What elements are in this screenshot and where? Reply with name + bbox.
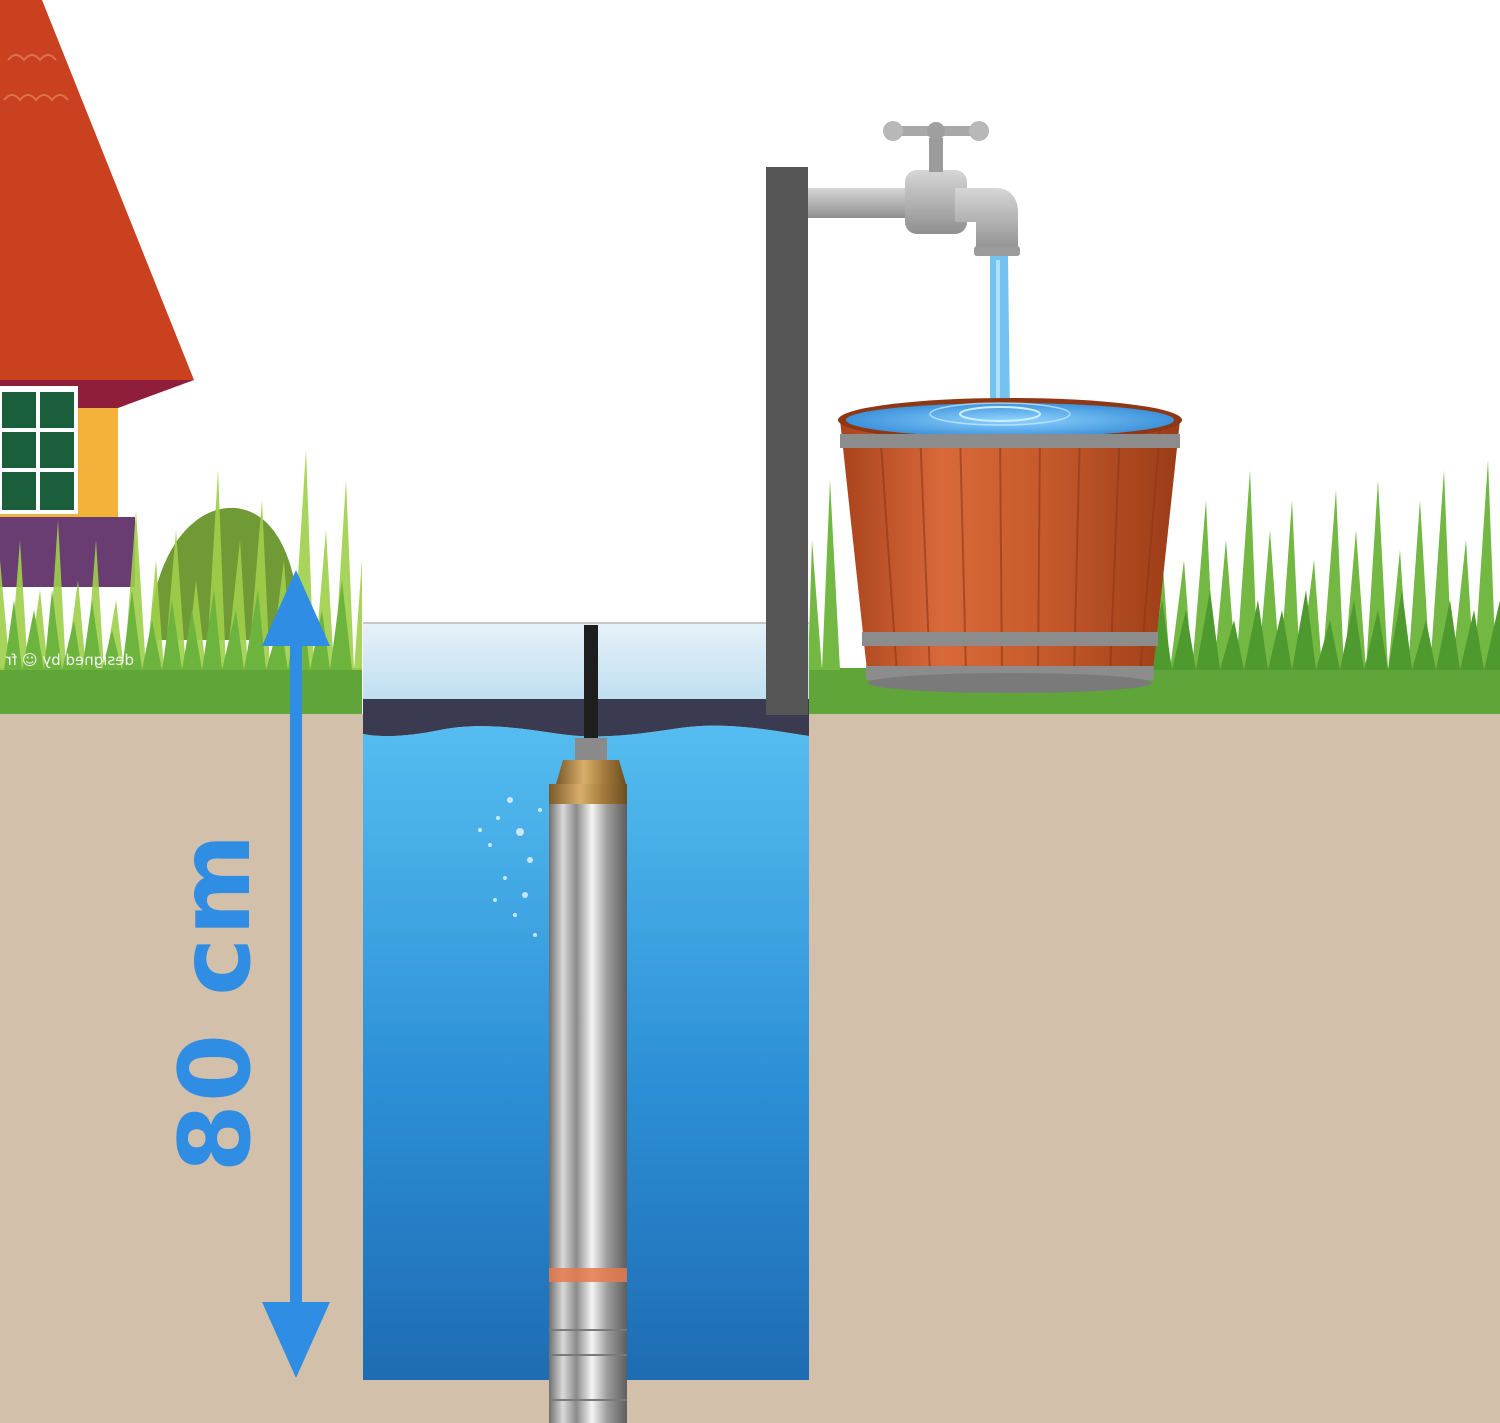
house-window bbox=[0, 386, 78, 514]
faucet-icon bbox=[808, 121, 1020, 256]
air-bubbles bbox=[478, 797, 542, 937]
double-headed-arrow-icon bbox=[262, 570, 330, 1378]
watermark: designed by ☺ fr bbox=[5, 651, 134, 669]
power-cable bbox=[584, 625, 598, 743]
faucet-post bbox=[766, 167, 808, 715]
wooden-barrel bbox=[838, 398, 1182, 693]
house bbox=[0, 0, 194, 587]
submersible-pump bbox=[549, 625, 627, 1423]
depth-label: 80 cm bbox=[159, 831, 273, 1173]
